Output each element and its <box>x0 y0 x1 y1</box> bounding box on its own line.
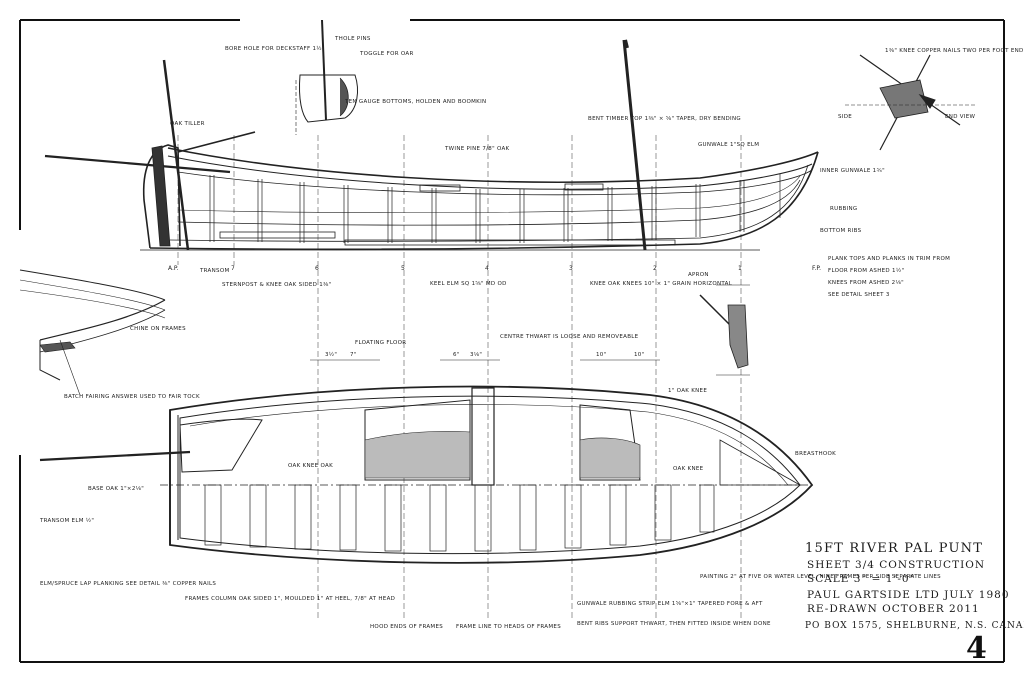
note-frames: FRAMES COLUMN OAK SIDED 1", MOULDED 1" A… <box>185 596 395 602</box>
title-line-2: SHEET 3/4 CONSTRUCTION <box>807 559 985 571</box>
note-bent-ribs: BENT RIBS SUPPORT THWART, THEN FITTED IN… <box>577 621 771 627</box>
knee-corner-detail <box>845 54 975 151</box>
station-4: 4 <box>485 265 489 272</box>
note-centre-thwart: CENTRE THWART IS LOOSE AND REMOVEABLE <box>500 334 639 340</box>
title-line-3: SCALE 3" = 1'-0" <box>807 573 915 585</box>
profile-annotations: BORE HOLE FOR DECKSTAFF 1½" THOLE PINS T… <box>170 36 885 288</box>
title-line-1: 15FT RIVER PAL PUNT <box>805 541 983 556</box>
note-thole-pins: THOLE PINS <box>334 36 371 42</box>
note-knee: KNEE OAK KNEES 10" × 1" GRAIN HORIZONTAL <box>590 281 733 287</box>
title-line-6: PO BOX 1575, SHELBURNE, N.S. CANADA <box>805 621 1024 631</box>
dim-2: 7" <box>350 352 357 358</box>
title-line-4: PAUL GARTSIDE LTD JULY 1980 <box>807 589 1010 601</box>
note-bore-hole: BORE HOLE FOR DECKSTAFF 1½" <box>225 45 325 52</box>
detail-end-view: END VIEW <box>945 114 976 120</box>
dim-5: 10" <box>596 352 606 358</box>
station-3: 3 <box>569 265 573 272</box>
dim-4: 3⅛" <box>470 352 482 358</box>
spec-see: SEE DETAIL SHEET 3 <box>828 292 890 298</box>
note-lap-planking: ELM/SPRUCE LAP PLANKING SEE DETAIL ⅜" CO… <box>40 581 216 587</box>
note-twine: TWINE PINE 7/8" OAK <box>444 146 510 152</box>
station-2: 2 <box>653 265 657 272</box>
station-6: 6 <box>315 265 319 272</box>
note-oak-knee-stern: OAK KNEE <box>673 466 704 472</box>
note-base-oak: BASE OAK 1"×2⅛" <box>88 486 144 492</box>
title-block: 15FT RIVER PAL PUNT SHEET 3/4 CONSTRUCTI… <box>805 541 1024 666</box>
detail-knee-note: 1⅜" KNEE COPPER NAILS TWO PER FOOT END <box>885 48 1024 54</box>
dim-1: 3½" <box>325 351 337 358</box>
spec-plank: PLANK TOPS AND PLANKS IN TRIM FROM <box>828 256 950 262</box>
detail-annotations: 1⅜" KNEE COPPER NAILS TWO PER FOOT END E… <box>64 48 1024 400</box>
note-gunwale-rubbing: GUNWALE RUBBING STRIP ELM 1⅝"×1" TAPERED… <box>577 601 763 607</box>
detail-batch-fairing: BATCH FAIRING ANSWER USED TO FAIR TOCK <box>64 394 200 400</box>
station-labels: A.P. 7 6 5 4 3 2 1 F.P. <box>168 265 821 272</box>
sheet-border <box>19 19 1005 663</box>
dim-6: 10" <box>634 352 644 358</box>
spec-floor: FLOOR FROM ASHED 1½" <box>828 267 904 274</box>
detail-chine: CHINE ON FRAMES <box>130 326 186 332</box>
note-frame-line: FRAME LINE TO HEADS OF FRAMES <box>456 624 561 630</box>
note-bent-timber: BENT TIMBER TOP 1⅜" × ⅝" TAPER, DRY BEND… <box>588 116 741 122</box>
note-transom-elm: TRANSOM ELM ½" <box>39 517 94 524</box>
note-rubbing: RUBBING <box>830 206 858 212</box>
plan-annotations: 3½" 7" 6" 3⅛" 10" 10" FLOATING FLOOR CEN… <box>39 334 941 630</box>
midship-section-detail <box>699 284 750 376</box>
station-1: 1 <box>738 265 742 272</box>
station-ap: A.P. <box>168 265 179 272</box>
station-7: 7 <box>231 265 235 272</box>
note-transom: TRANSOM <box>199 268 230 274</box>
note-sternpost: STERNPOST & KNEE OAK SIDED 1⅜" <box>222 282 331 288</box>
profile-view <box>44 39 819 620</box>
note-inner-gunwale: INNER GUNWALE 1¾" <box>820 168 885 174</box>
thole-pin-detail <box>295 19 358 135</box>
detail-side: SIDE <box>838 114 852 120</box>
note-ten-gauge: TEN GAUGE BOTTOMS, HOLDEN AND BOOMKIN <box>344 99 486 105</box>
note-gunwale: GUNWALE 1"SQ ELM <box>698 142 759 148</box>
station-fp: F.P. <box>812 265 821 272</box>
note-oak-knee-bow: 1" OAK KNEE <box>668 388 707 394</box>
title-line-5: RE-DRAWN OCTOBER 2011 <box>807 603 980 615</box>
left-hull-detail <box>19 269 166 396</box>
dim-3: 6" <box>453 352 460 358</box>
note-floating-floor: FLOATING FLOOR <box>355 340 406 346</box>
plan-view <box>39 359 815 564</box>
note-toggle: TOGGLE FOR OAR <box>359 51 414 57</box>
note-painting: PAINTING 2" AT FIVE OR WATER LEVEL, NINE… <box>700 574 941 580</box>
note-apron: APRON <box>688 272 709 278</box>
note-oak-knee: OAK KNEE OAK <box>288 463 333 469</box>
note-bottom-ribs: BOTTOM RIBS <box>820 228 862 234</box>
note-oak-tiller: OAK TILLER <box>170 121 205 127</box>
note-breast-hook: BREASTHOOK <box>795 451 836 457</box>
sheet-number: 4 <box>966 631 987 666</box>
note-keel-elm: KEEL ELM SQ 1⅝" MD OD <box>430 281 507 287</box>
note-hood-ends: HOOD ENDS OF FRAMES <box>370 624 443 630</box>
station-5: 5 <box>401 265 405 272</box>
spec-knees: KNEES FROM ASHED 2⅛" <box>828 280 904 286</box>
spec-annotations: PLANK TOPS AND PLANKS IN TRIM FROM FLOOR… <box>828 256 950 298</box>
